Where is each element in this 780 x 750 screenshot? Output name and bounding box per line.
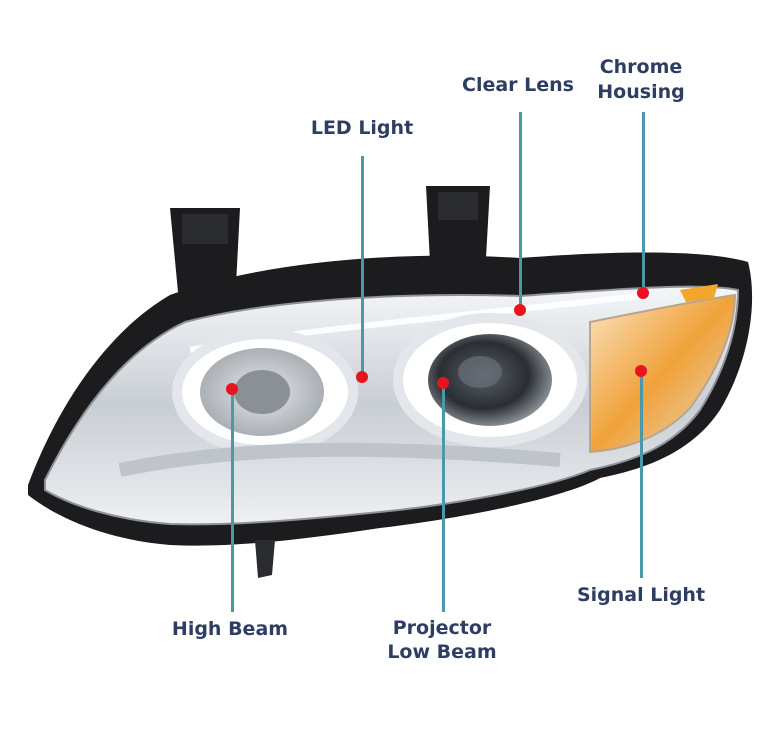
high-beam-line — [231, 390, 234, 612]
projector-label-line1: Projector — [392, 617, 492, 639]
signal-light — [589, 284, 737, 454]
led-light-label: LED Light — [310, 117, 414, 139]
clear-lens-dot — [514, 304, 526, 316]
mounting-tab-center — [426, 186, 490, 262]
chrome-housing-label-line2: Housing — [597, 81, 685, 103]
lower-trim — [118, 442, 561, 477]
projector-line — [442, 384, 445, 612]
clear-lens-label: Clear Lens — [462, 74, 574, 96]
projector-dot — [437, 377, 449, 389]
bottom-bracket — [255, 540, 275, 578]
signal-light-dot — [635, 365, 647, 377]
signal-light-label: Signal Light — [576, 584, 706, 606]
projector-label-line2: Low Beam — [387, 641, 497, 663]
clear-lens-line — [519, 112, 522, 310]
mounting-tab-left — [170, 208, 240, 292]
high-beam-dot — [226, 383, 238, 395]
chrome-housing-line — [642, 112, 645, 294]
chrome-housing-label-line1: Chrome — [599, 56, 683, 78]
projector-low-beam — [393, 313, 587, 447]
chrome-housing-dot — [637, 287, 649, 299]
led-light-dot — [356, 371, 368, 383]
high-beam-reflector — [172, 329, 358, 455]
signal-light-line — [640, 372, 643, 578]
led-light-line — [361, 156, 364, 378]
high-beam-label: High Beam — [171, 618, 289, 640]
